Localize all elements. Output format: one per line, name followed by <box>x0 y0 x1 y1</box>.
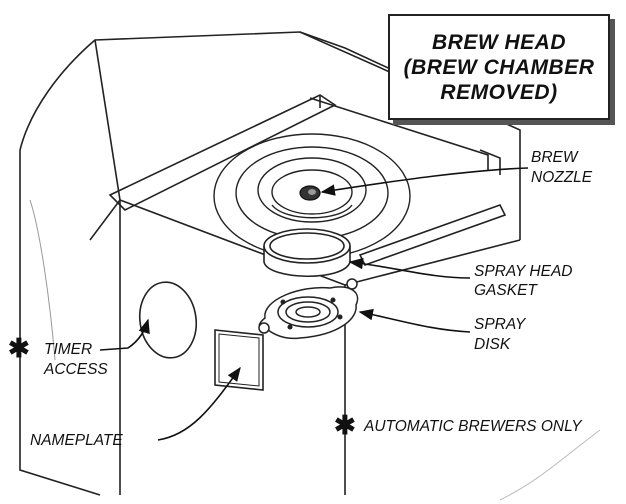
asterisk-icon: ✱ <box>8 333 30 363</box>
brewer-housing <box>19 31 601 501</box>
spray-head-gasket <box>263 228 351 277</box>
nameplate-leader <box>157 366 241 441</box>
title-line-2: (BREW CHAMBER <box>403 55 595 79</box>
spray-head-gasket-leader <box>348 257 471 279</box>
asterisk-icon: ✱ <box>334 410 356 440</box>
label-spray-head-gasket-1: SPRAY HEAD <box>474 263 573 280</box>
label-spray-disk-2: DISK <box>474 336 511 353</box>
title-line-3: REMOVED) <box>440 80 558 104</box>
brew-nozzle <box>299 185 321 201</box>
timer-access-leader <box>99 318 150 351</box>
leader-lines <box>99 167 529 441</box>
label-brew-nozzle-1: BREW <box>531 149 578 166</box>
label-nameplate: NAMEPLATE <box>30 432 123 449</box>
label-spray-disk-1: SPRAY <box>474 316 526 333</box>
nameplate-plate <box>214 329 264 391</box>
title-box: BREW HEAD (BREW CHAMBER REMOVED) <box>388 14 610 120</box>
spray-disk-leader <box>358 308 471 333</box>
spray-disk <box>258 278 359 340</box>
title-line-1: BREW HEAD <box>432 30 566 54</box>
label-timer-access-1: TIMER <box>44 341 93 358</box>
brew-nozzle-leader <box>320 167 529 196</box>
footnote-text: AUTOMATIC BREWERS ONLY <box>364 418 582 435</box>
label-brew-nozzle-2: NOZZLE <box>531 169 593 186</box>
label-spray-head-gasket-2: GASKET <box>474 282 537 299</box>
label-timer-access-2: ACCESS <box>44 361 108 378</box>
timer-access-opening <box>138 281 198 359</box>
